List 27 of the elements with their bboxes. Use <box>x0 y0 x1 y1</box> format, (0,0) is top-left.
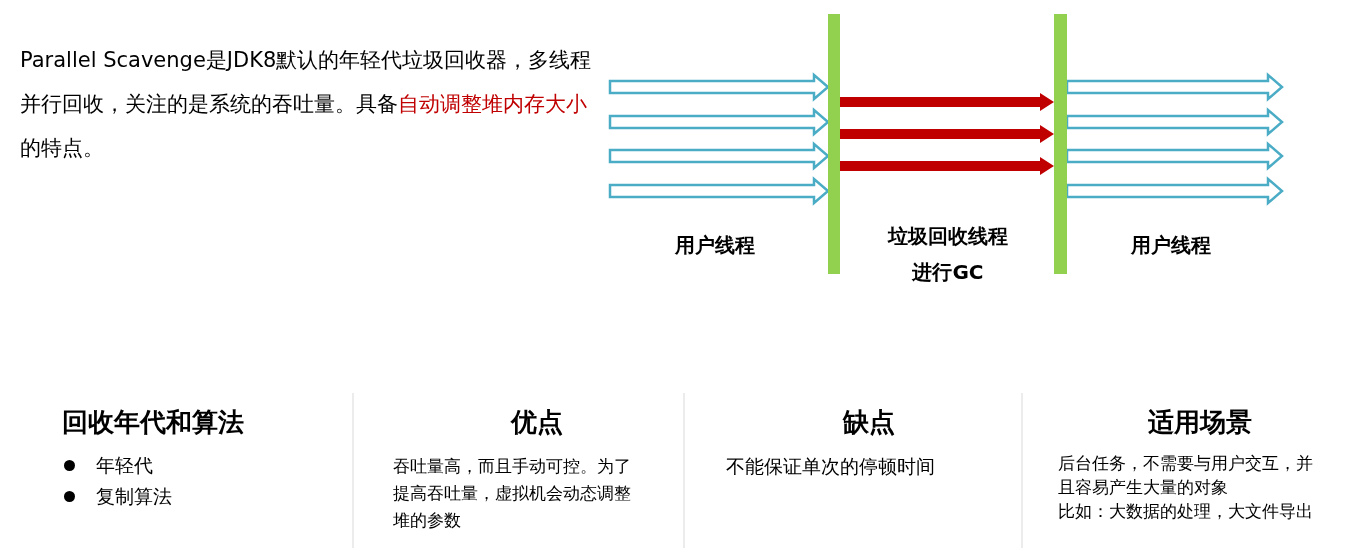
column-heading: 缺点 <box>841 406 896 439</box>
thread-arrow <box>608 72 830 102</box>
pause-bar <box>828 14 840 274</box>
body-text: 吞吐量高，而且手动可控。为了提高吞吐量，虚拟机会动态调整堆的参数 <box>393 455 632 532</box>
body-text: 不能保证单次的停顿时间 <box>726 454 935 479</box>
thread-arrow <box>1065 176 1284 206</box>
column-heading: 优点 <box>509 406 564 439</box>
thread-arrow <box>840 125 1054 143</box>
thread-label: 用户线程 <box>674 232 756 259</box>
thread-arrow <box>1065 107 1284 137</box>
list-item: 年轻代 <box>96 453 153 478</box>
thread-label: 用户线程 <box>1130 232 1212 259</box>
thread-label: 垃圾回收线程进行GC <box>886 223 1009 286</box>
pause-bar <box>1054 14 1067 274</box>
list-item: 复制算法 <box>96 484 172 509</box>
column-heading: 回收年代和算法 <box>62 406 244 439</box>
thread-arrow <box>608 176 830 206</box>
body-text: 比如：大数据的处理，大文件导出 <box>1058 500 1313 523</box>
thread-arrow <box>840 93 1054 111</box>
thread-arrow <box>840 157 1054 175</box>
thread-arrow <box>608 107 830 137</box>
description-paragraph: Parallel Scavenge是JDK8默认的年轻代垃圾回收器，多线程并行回收，关注的是系统的吞吐量。具备自动调整堆内存大小 的特点。 <box>20 47 593 162</box>
thread-arrow <box>1065 141 1284 171</box>
column-heading: 适用场景 <box>1147 406 1253 439</box>
thread-arrow <box>1065 72 1284 102</box>
thread-arrow <box>608 141 830 171</box>
body-text: 后台任务，不需要与用户交互，并且容易产生大量的对象 <box>1058 452 1314 499</box>
